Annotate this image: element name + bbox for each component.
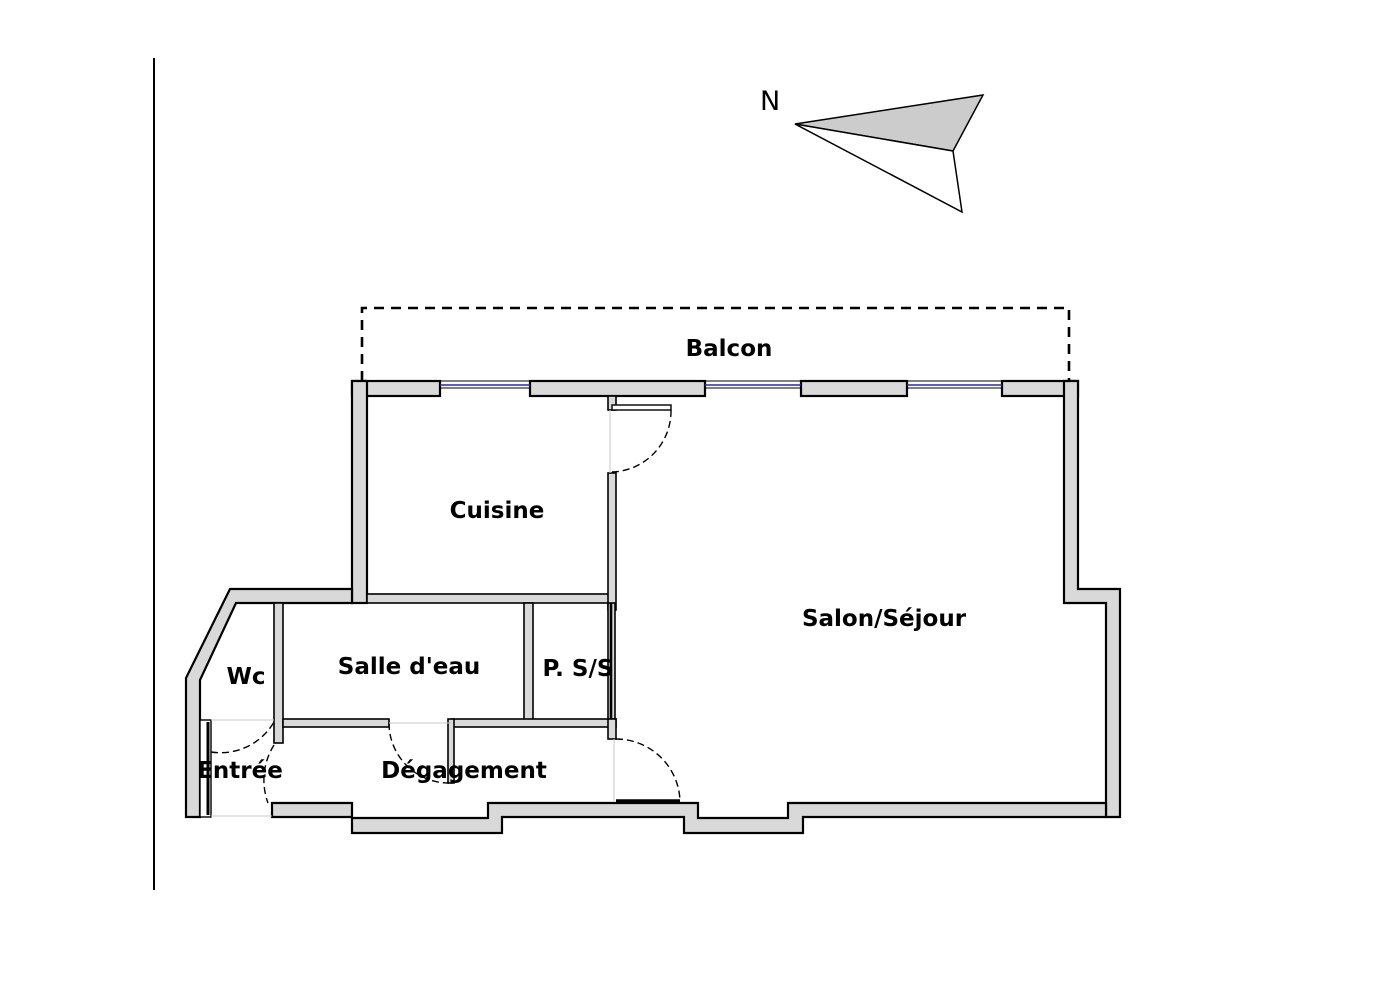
window-kitchen [440,380,530,389]
north-arrow-icon: N [760,86,985,214]
room-label-salle-eau: Salle d'eau [338,654,480,680]
wall-bottom [270,801,1108,835]
wall-top-2 [528,379,707,398]
door-bathroom [388,722,452,784]
wall-right [1062,379,1122,819]
room-label-cuisine: Cuisine [450,498,545,524]
room-label-degagement: Dégagement [381,758,547,784]
wall-kitchen-left [350,379,369,605]
wall-bath-right [523,602,534,721]
wall-kitchen-bottom [366,593,611,604]
wall-wc-right [273,602,284,744]
room-label-pss: P. S/S [543,656,614,682]
window-living-2 [907,380,1002,389]
wall-kitchen-right [607,472,617,611]
entry-door-jamb [199,719,212,818]
room-label-balcon: Balcon [686,336,773,362]
wall-corridor-top-1 [282,718,390,728]
door-entry [211,744,275,817]
room-label-salon: Salon/Séjour [802,606,967,632]
room-label-entree: Entrée [197,758,283,784]
door-living-corridor [613,738,681,803]
door-wc [210,719,275,754]
wall-top-3 [799,379,909,398]
wall-corridor-top-2 [451,718,617,728]
north-arrow-lower-wing [794,123,963,214]
north-label: N [760,86,780,117]
room-label-wc: Wc [226,664,265,690]
wall-corridor-right-stub [607,718,617,740]
window-living-1 [705,380,801,389]
balcony-outline [360,306,1071,388]
door-kitchen-balcony [609,404,672,473]
wall-corridor-stub [447,718,455,784]
